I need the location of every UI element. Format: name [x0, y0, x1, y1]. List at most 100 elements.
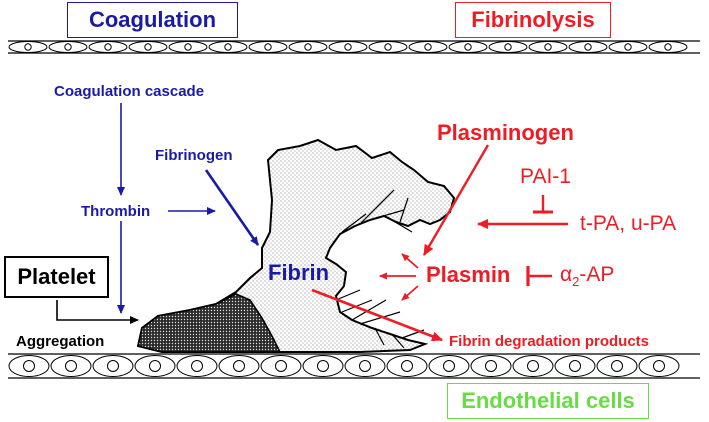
endothelial-cell-nucleus — [611, 360, 623, 372]
endothelial-cell — [368, 41, 408, 53]
endothelial-cell-nucleus — [144, 43, 152, 51]
endothelial-cell-nucleus — [149, 360, 161, 372]
endothelial-cell-nucleus — [401, 360, 413, 372]
endothelial-cell-nucleus — [317, 360, 329, 372]
coagulation-header-text: Coagulation — [88, 7, 217, 32]
endothelial-cell — [448, 41, 488, 53]
endothelial-cell — [608, 41, 648, 53]
endothelial-cell — [470, 355, 512, 377]
plasminogen-label: Plasminogen — [437, 120, 574, 145]
endothelial-cell — [92, 355, 134, 377]
endothelial-cell-nucleus — [224, 43, 232, 51]
coagulation-header: Coagulation — [67, 2, 238, 38]
endothelial-cell — [638, 355, 680, 377]
endothelial-cell-nucleus — [191, 360, 203, 372]
endothelial-cell-nucleus — [569, 360, 581, 372]
endothelial-cell — [596, 355, 638, 377]
arrow-plasmin-up — [401, 253, 419, 269]
endothelial-cell — [386, 355, 428, 377]
endothelial-cell — [648, 41, 688, 53]
endothelial-cell-nucleus — [23, 360, 35, 372]
endothelial-cell — [512, 355, 554, 377]
alpha-glyph: α — [560, 263, 573, 286]
endothelial-cell — [128, 41, 168, 53]
coagulation-arrows — [56, 103, 260, 324]
endothelial-cell-nucleus — [275, 360, 287, 372]
endothelial-cell — [488, 41, 528, 53]
endothelial-cell — [528, 41, 568, 53]
pai1-label: PAI-1 — [520, 165, 571, 188]
endothelial-cell — [288, 41, 328, 53]
endothelial-cell-nucleus — [624, 43, 632, 51]
endothelial-cell-nucleus — [264, 43, 272, 51]
arrow-fibrin-to-degradation — [311, 288, 443, 342]
endothelial-cell-nucleus — [584, 43, 592, 51]
endothelial-cell-nucleus — [664, 43, 672, 51]
endothelial-cell — [554, 355, 596, 377]
endothelial-cell-nucleus — [464, 43, 472, 51]
endothelial-cell-nucleus — [653, 360, 665, 372]
endothelial-cell-nucleus — [424, 43, 432, 51]
endothelial-cell — [344, 355, 386, 377]
arrow-fibrinogen-to-fibrin — [204, 169, 260, 246]
endothelial-cell — [328, 41, 368, 53]
fibrinogen-label: Fibrinogen — [155, 147, 233, 164]
endothelial-cell-nucleus — [504, 43, 512, 51]
fibrin-degradation-products-label: Fibrin degradation products — [449, 333, 650, 350]
fibrinolysis-arrows — [311, 144, 568, 342]
endothelial-cell — [50, 355, 92, 377]
fibrinolysis-header: Fibrinolysis — [455, 2, 611, 38]
aggregation-label: Aggregation — [16, 333, 105, 350]
endothelial-cell — [208, 41, 248, 53]
endothelial-cell-nucleus — [443, 360, 455, 372]
platelet-text: Platelet — [17, 264, 96, 289]
endothelial-cell — [218, 355, 260, 377]
endothelial-cell-nucleus — [344, 43, 352, 51]
endothelial-cell — [408, 41, 448, 53]
endothelial-cell-nucleus — [527, 360, 539, 372]
endothelial-cell-nucleus — [24, 43, 32, 51]
endothelial-cell-nucleus — [233, 360, 245, 372]
endothelial-cell-nucleus — [107, 360, 119, 372]
endothelial-cells-header-text: Endothelial cells — [461, 388, 635, 413]
endothelial-cell-nucleus — [359, 360, 371, 372]
endothelial-cell — [168, 41, 208, 53]
endothelial-cell-nucleus — [544, 43, 552, 51]
fibrin-strands — [335, 189, 425, 349]
endothelial-cell-nucleus — [485, 360, 497, 372]
endothelial-cell — [134, 355, 176, 377]
plasmin-label: Plasmin — [426, 262, 511, 287]
endothelial-cell — [260, 355, 302, 377]
endothelial-cell — [428, 355, 470, 377]
arrow-plasmin-down — [401, 285, 419, 301]
endothelial-cell-nucleus — [104, 43, 112, 51]
endothelial-cell — [48, 41, 88, 53]
fibrinolysis-header-text: Fibrinolysis — [471, 7, 595, 32]
endothelial-cells-header: Endothelial cells — [447, 383, 649, 419]
fibrin-label: Fibrin — [268, 260, 330, 285]
tpa-upa-label: t-PA, u-PA — [580, 212, 677, 235]
endothelial-cell — [176, 355, 218, 377]
platelet-aggregate — [137, 293, 282, 353]
alpha2-ap-label: α2-AP — [560, 264, 614, 288]
platelet-box: Platelet — [4, 256, 109, 298]
arrow-platelet-to-aggregation — [56, 300, 139, 324]
bottom-endothelial-layer — [8, 353, 700, 379]
alpha-subscript: 2 — [572, 274, 580, 290]
endothelial-cell-nucleus — [184, 43, 192, 51]
endothelial-cell — [568, 41, 608, 53]
endothelial-cell — [8, 355, 50, 377]
endothelial-cell — [88, 41, 128, 53]
alpha-suffix: -AP — [579, 263, 615, 286]
endothelial-cell — [302, 355, 344, 377]
endothelial-cell-nucleus — [384, 43, 392, 51]
top-endothelial-layer — [8, 40, 700, 54]
endothelial-cell — [248, 41, 288, 53]
thrombin-label: Thrombin — [81, 203, 151, 220]
coagulation-cascade-label: Coagulation cascade — [54, 83, 205, 100]
endothelial-cell-nucleus — [64, 43, 72, 51]
arrow-plasminogen-to-plasmin — [422, 144, 490, 256]
endothelial-cell — [8, 41, 48, 53]
